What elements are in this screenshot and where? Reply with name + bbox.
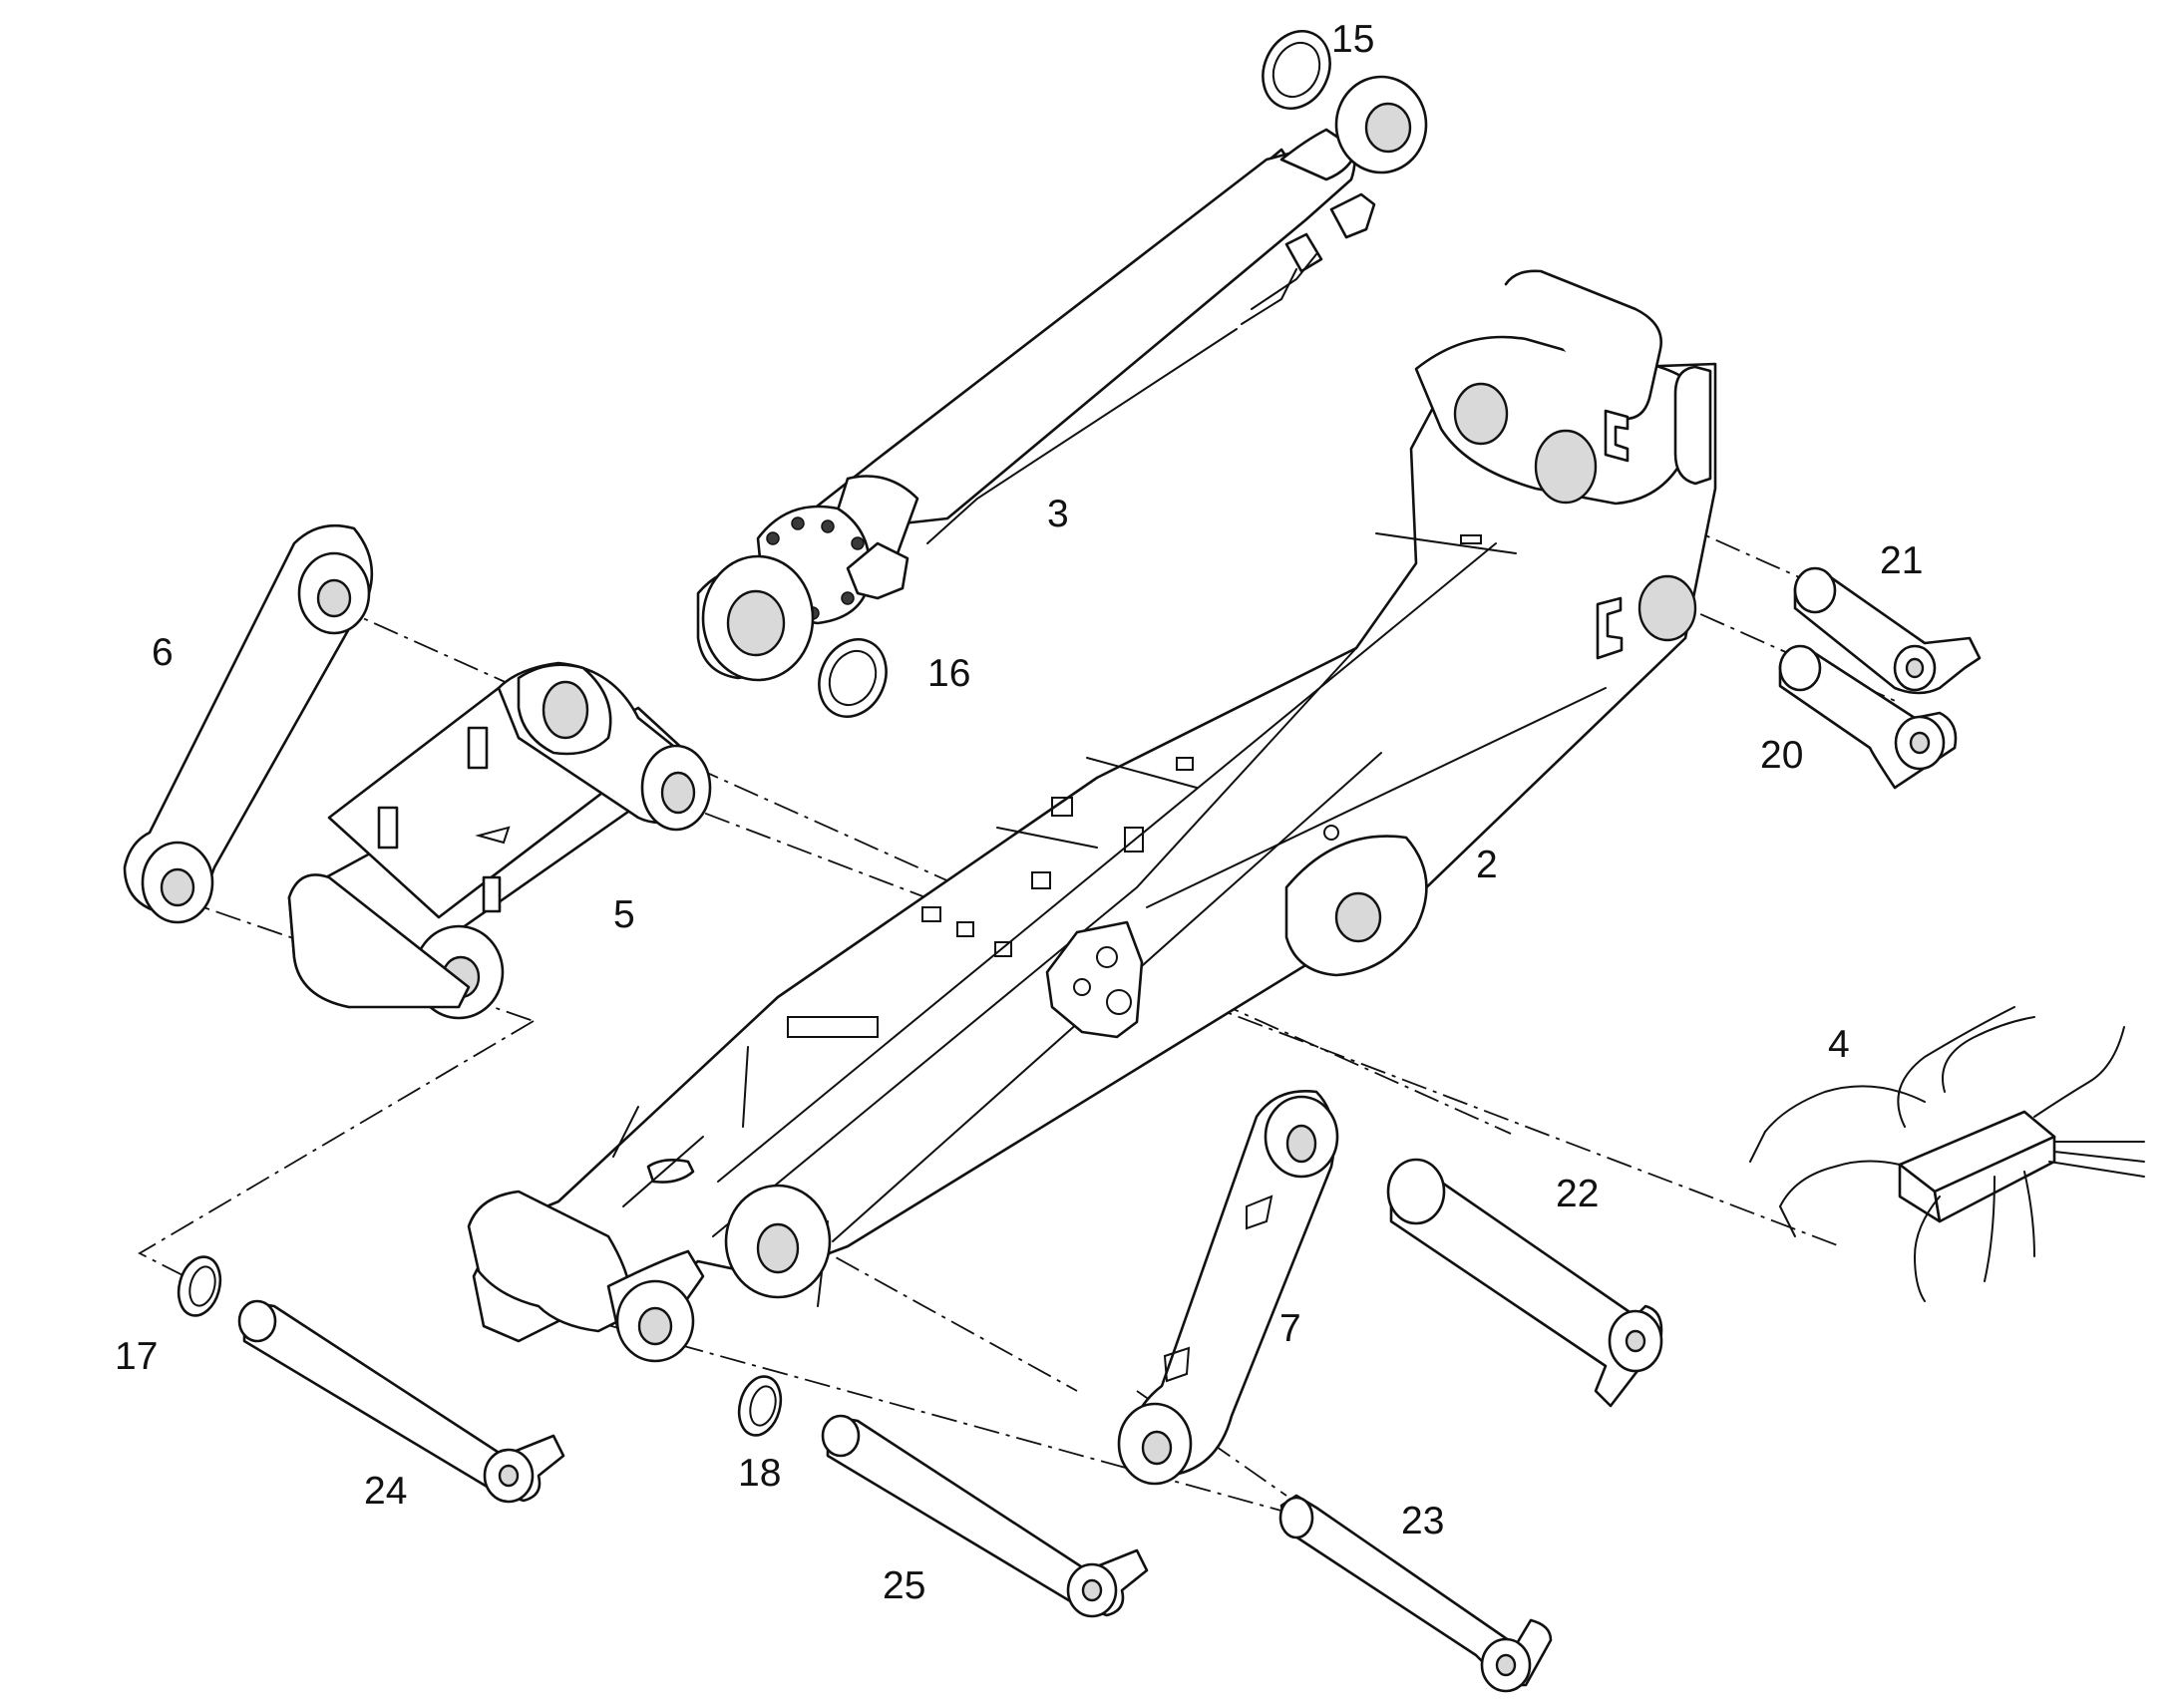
callout-24: 24 xyxy=(364,1470,407,1513)
pin-part-20 xyxy=(1778,644,1958,790)
callout-25: 25 xyxy=(883,1564,925,1607)
valve-part-4 xyxy=(1749,1006,2145,1302)
washer-part-16 xyxy=(818,638,888,718)
callout-7: 7 xyxy=(1279,1307,1301,1350)
callout-6: 6 xyxy=(152,631,174,674)
callout-15: 15 xyxy=(1331,18,1374,61)
washer-part-15 xyxy=(1262,30,1331,110)
callout-23: 23 xyxy=(1401,1500,1444,1542)
callout-16: 16 xyxy=(927,652,970,695)
boom-part-2 xyxy=(467,269,1717,1363)
callout-5: 5 xyxy=(613,893,635,936)
pin-part-24 xyxy=(237,1299,565,1504)
link-part-7 xyxy=(1117,1090,1339,1486)
callout-18: 18 xyxy=(738,1452,781,1495)
callout-2: 2 xyxy=(1476,844,1498,886)
cylinder-part-3 xyxy=(696,75,1428,682)
link-part-6 xyxy=(123,523,374,924)
callout-4: 4 xyxy=(1828,1023,1850,1066)
snap-ring-part-17 xyxy=(177,1255,222,1317)
callout-17: 17 xyxy=(115,1335,158,1378)
pin-part-22 xyxy=(1386,1158,1663,1408)
pin-part-21 xyxy=(1793,566,1982,695)
callouts: 15 3 16 6 5 21 20 2 4 22 7 17 18 24 23 2… xyxy=(115,18,1923,1607)
rocker-part-5 xyxy=(287,661,712,1020)
pin-part-25 xyxy=(821,1414,1149,1618)
pin-part-23 xyxy=(1278,1494,1553,1693)
callout-3: 3 xyxy=(1047,493,1069,535)
callout-21: 21 xyxy=(1880,539,1923,582)
snap-ring-part-18 xyxy=(737,1375,783,1437)
callout-22: 22 xyxy=(1556,1173,1599,1215)
callout-20: 20 xyxy=(1760,734,1803,777)
